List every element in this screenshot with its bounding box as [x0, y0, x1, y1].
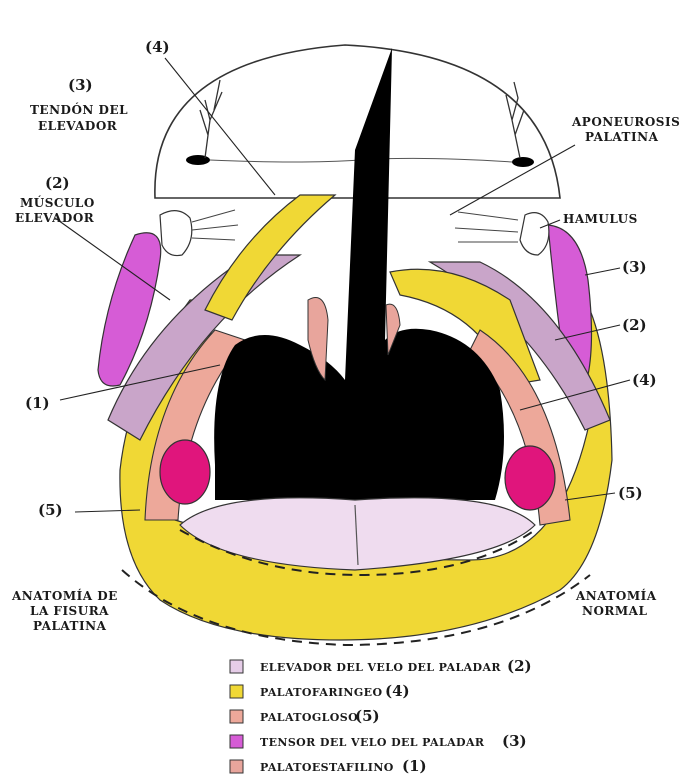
label-tendon-line1: TENDÓN DEL: [30, 101, 128, 117]
legend-num: (4): [385, 682, 410, 700]
legend-text: PALATOFARINGEO: [260, 686, 382, 699]
label-num-5-right: (5): [618, 484, 643, 502]
left-tonsil: [160, 440, 210, 504]
legend-text: TENSOR DEL VELO DEL PALADAR: [260, 736, 485, 749]
label-num-2-left: (2): [45, 174, 70, 192]
legend-text: PALATOGLOSO: [260, 711, 358, 724]
label-hamulus: HAMULUS: [563, 212, 638, 226]
label-num-4-right: (4): [632, 371, 657, 389]
legend-num: (1): [402, 757, 427, 775]
legend-swatch: [230, 685, 243, 698]
legend-item: PALATOGLOSO (5): [230, 707, 380, 725]
legend-item: PALATOFARINGEO (4): [230, 682, 410, 700]
label-fisura-line2: LA FISURA: [30, 604, 109, 618]
legend-swatch: [230, 660, 243, 673]
label-num-3-right: (3): [622, 258, 647, 276]
left-hamulus: [160, 211, 192, 256]
legend-num: (5): [355, 707, 380, 725]
legend-item: TENSOR DEL VELO DEL PALADAR (3): [230, 732, 527, 750]
label-normal-line1: ANATOMÍA: [575, 588, 657, 603]
legend-item: ELEVADOR DEL VELO DEL PALADAR (2): [230, 657, 532, 675]
left-tendon-dot: [186, 155, 210, 165]
label-num-2-right: (2): [622, 316, 647, 334]
right-aponeurosis-rays: [455, 212, 518, 242]
label-normal-line2: NORMAL: [582, 604, 647, 618]
label-musculo-line1: MÚSCULO: [20, 194, 95, 210]
label-num-1-left: (1): [25, 394, 50, 412]
legend-item: PALATOESTAFILINO (1): [230, 757, 427, 775]
legend-text: PALATOESTAFILINO: [260, 761, 394, 774]
legend-num: (3): [502, 732, 527, 750]
label-musculo-line2: ELEVADOR: [15, 211, 95, 225]
legend-text: ELEVADOR DEL VELO DEL PALADAR: [260, 661, 501, 674]
label-aponeurosis-line1: APONEUROSIS: [571, 115, 680, 129]
label-num-4-top: (4): [145, 38, 170, 56]
right-tonsil: [505, 446, 555, 510]
label-tendon-line2: ELEVADOR: [38, 119, 118, 133]
label-num-3-left: (3): [68, 76, 93, 94]
label-fisura-line1: ANATOMÍA DE: [11, 588, 118, 603]
label-fisura-line3: PALATINA: [33, 619, 107, 633]
legend: ELEVADOR DEL VELO DEL PALADAR (2) PALATO…: [230, 657, 532, 775]
legend-swatch: [230, 710, 243, 723]
legend-swatch: [230, 735, 243, 748]
right-hamulus: [520, 213, 549, 255]
right-tendon-dot: [512, 157, 534, 167]
legend-swatch: [230, 760, 243, 773]
label-aponeurosis-line2: PALATINA: [585, 130, 659, 144]
label-num-5-left: (5): [38, 501, 63, 519]
legend-num: (2): [507, 657, 532, 675]
left-aponeurosis-rays: [192, 210, 238, 240]
